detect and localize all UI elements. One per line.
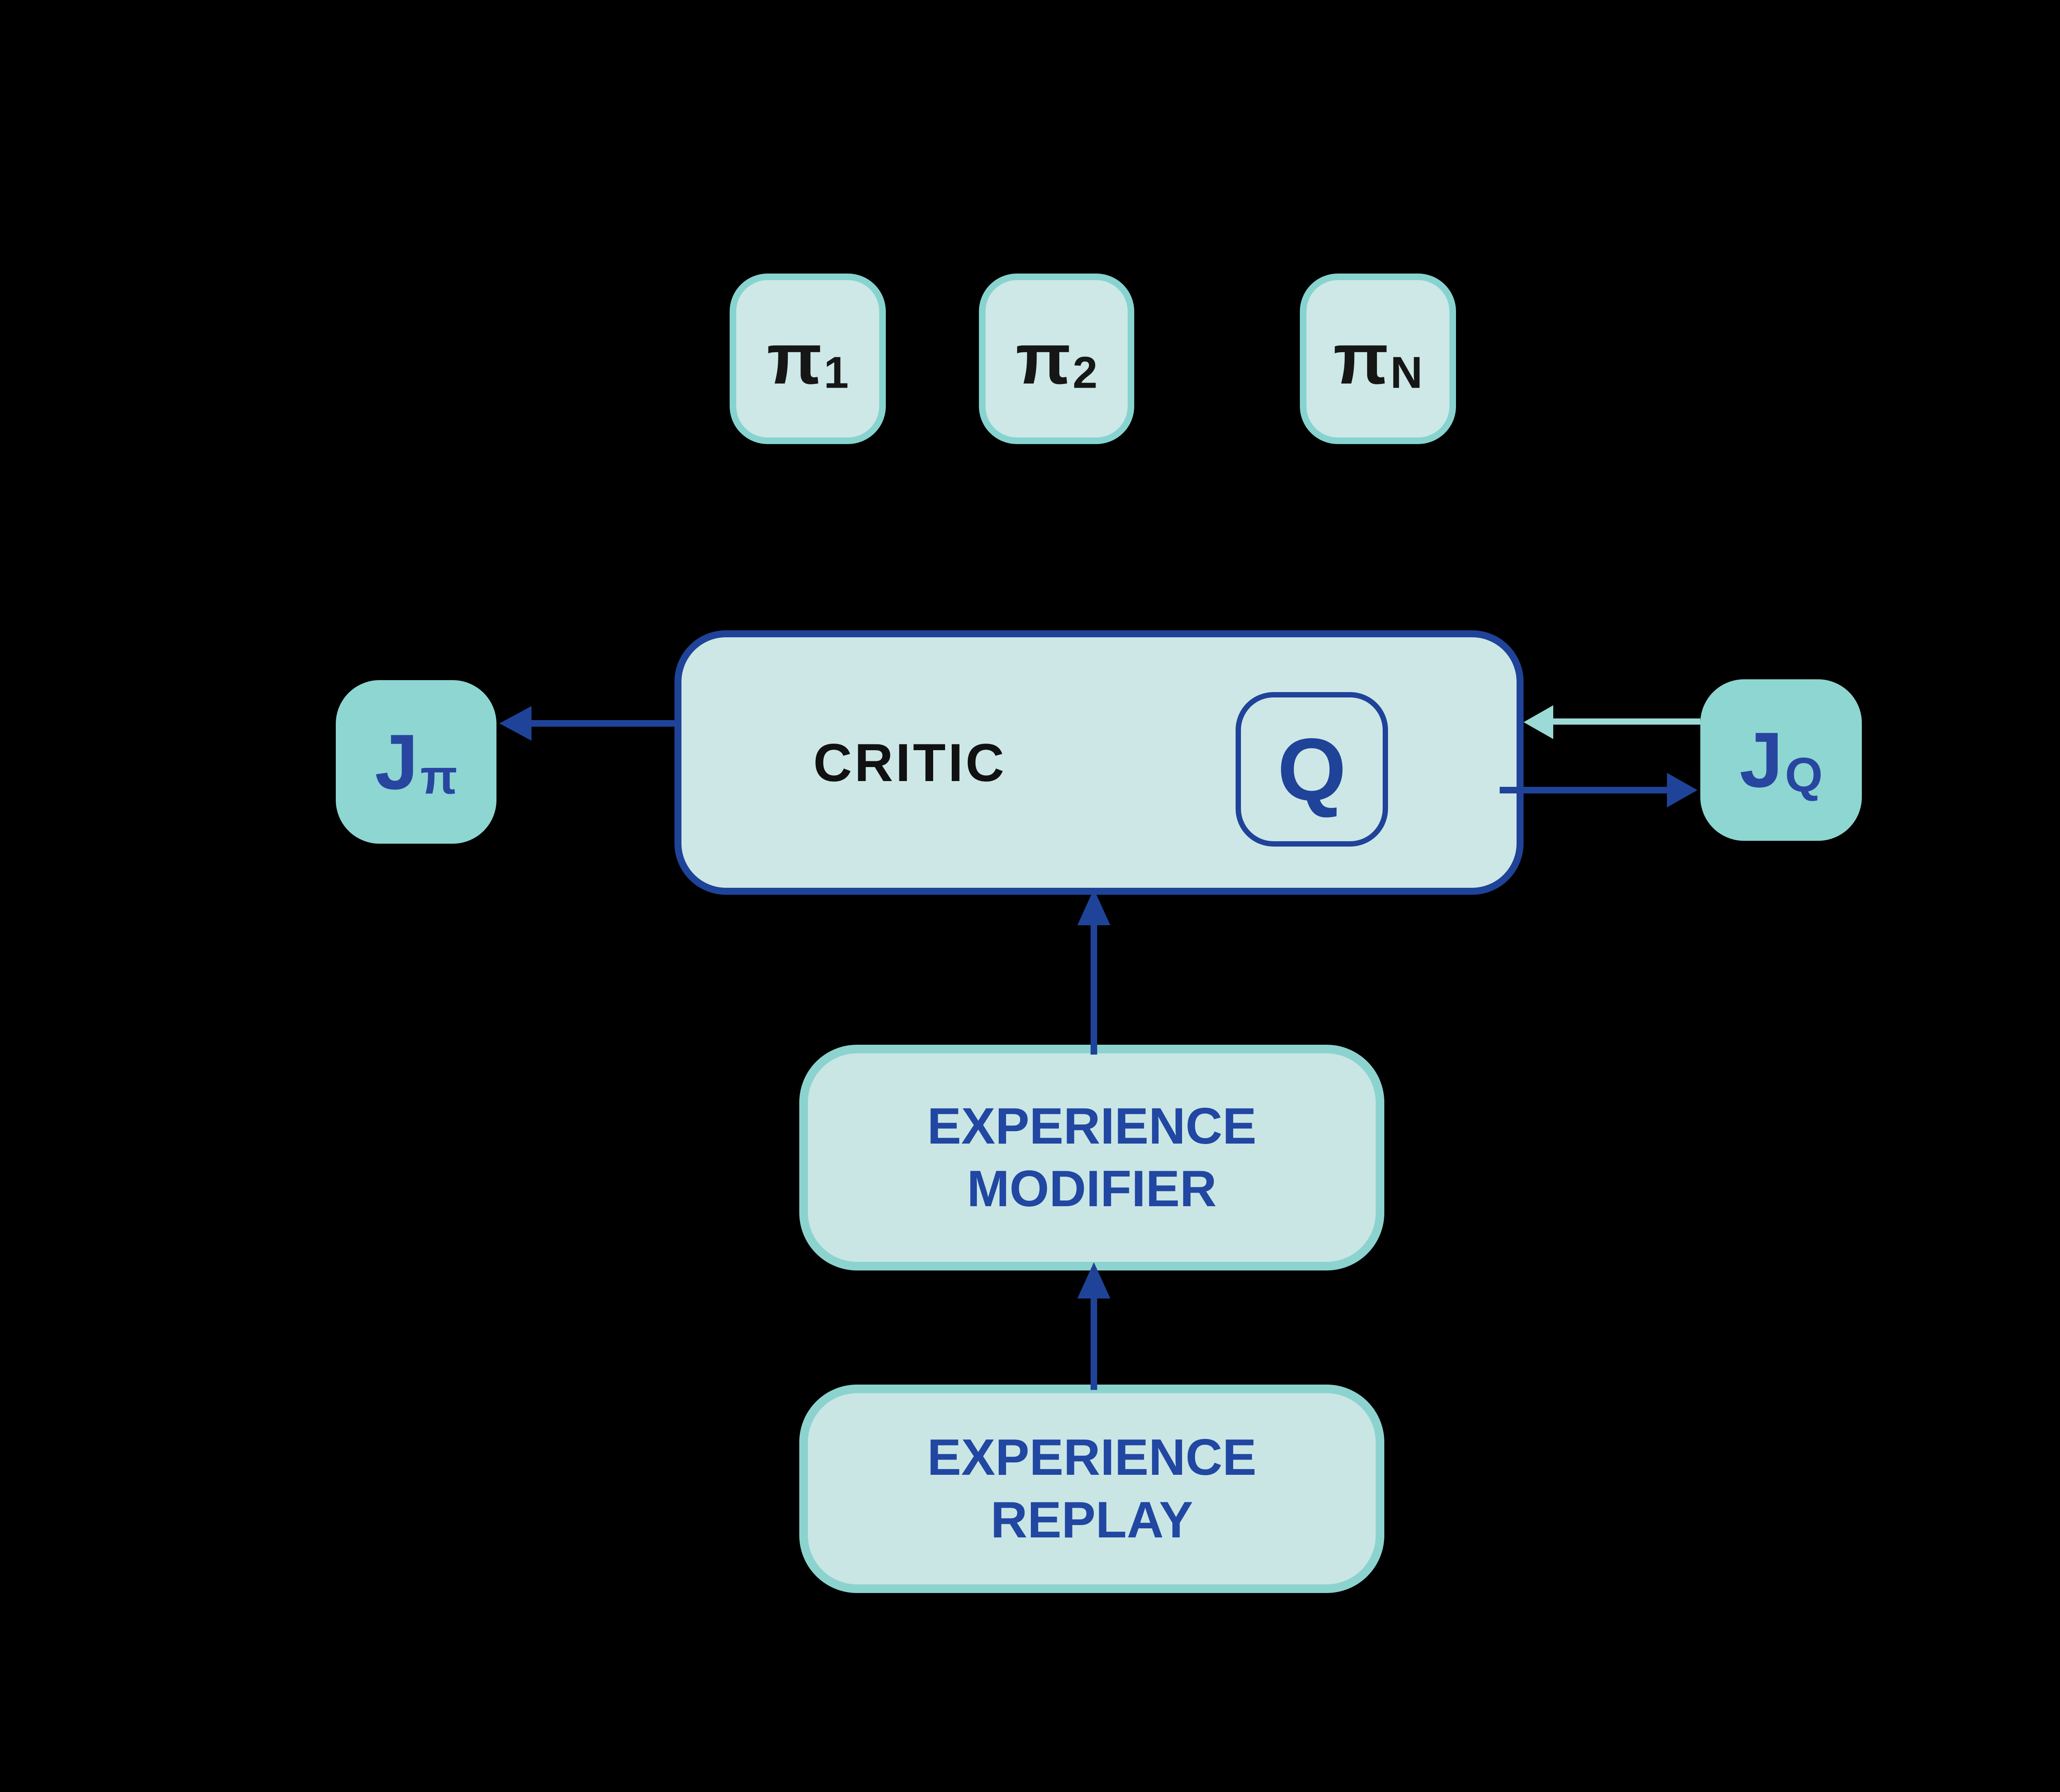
q-function-box: Q: [1236, 692, 1388, 847]
j-q-symbol: J: [1739, 716, 1783, 804]
policy-piN-subscript: N: [1390, 347, 1423, 398]
policy-pi1-symbol: π: [767, 318, 822, 399]
arrow-replay-to-modifier-head: [1077, 1262, 1110, 1298]
policy-piN-symbol: π: [1333, 318, 1389, 399]
experience-replay-box: EXPERIENCE REPLAY: [799, 1385, 1384, 1593]
arrow-critic-to-j-q-line: [1500, 787, 1667, 793]
j-pi-subscript: π: [420, 749, 458, 804]
arrow-critic-to-j-pi-line: [531, 720, 679, 727]
experience-modifier-line1: EXPERIENCE: [927, 1098, 1257, 1155]
policy-pi1-subscript: 1: [824, 347, 849, 398]
experience-modifier-line2: MODIFIER: [967, 1160, 1217, 1217]
arrow-critic-to-piN-line: [1375, 459, 1381, 642]
arrow-j-q-to-critic-line: [1553, 718, 1700, 725]
arrow-modifier-to-critic-line: [1091, 925, 1097, 1055]
arrow-replay-to-modifier-line: [1091, 1298, 1097, 1390]
arrow-critic-to-pi1-line: [805, 459, 811, 642]
q-function-label: Q: [1277, 719, 1346, 819]
experience-replay-line1: EXPERIENCE: [927, 1429, 1257, 1486]
critic-label: CRITIC: [813, 732, 1007, 793]
arrow-j-q-to-critic-head: [1524, 705, 1553, 739]
arrow-critic-to-j-pi-head: [499, 706, 531, 741]
arrow-modifier-to-critic-head: [1077, 889, 1110, 925]
experience-modifier-box: EXPERIENCE MODIFIER: [799, 1045, 1384, 1270]
policy-pi2-symbol: π: [1016, 318, 1071, 399]
critic-box: CRITIC Q: [674, 630, 1524, 895]
experience-replay-line2: REPLAY: [990, 1492, 1193, 1549]
policy-pi2-subscript: 2: [1072, 347, 1098, 398]
j-q-subscript: Q: [1785, 747, 1823, 802]
arrow-critic-to-j-q-head: [1667, 773, 1697, 807]
arrow-critic-to-pi2-line: [1053, 459, 1060, 642]
j-pi-symbol: J: [375, 718, 419, 806]
